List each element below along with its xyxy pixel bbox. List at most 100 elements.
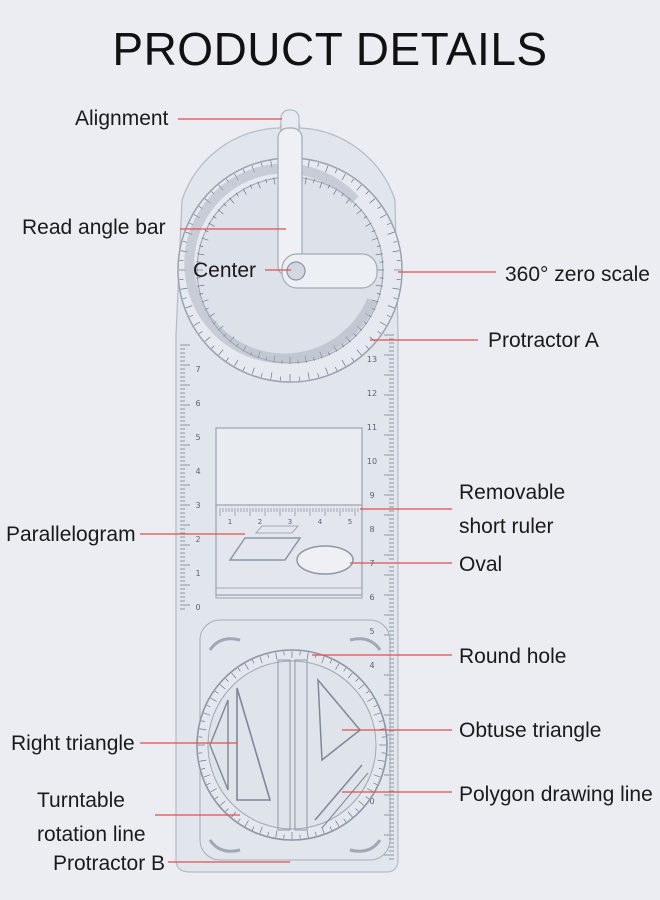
scale-tick [365,222,372,227]
label-oval: Oval [459,553,503,576]
label-read-angle-bar: Read angle bar [22,216,166,239]
scale-tick [234,359,239,367]
scale-tick [325,165,329,173]
polygon-line-strip [277,659,291,831]
scale-tick [211,345,215,349]
scale-tick [334,366,338,371]
scale-tick [199,245,204,247]
scale-tick [393,240,398,243]
scale-tick [226,357,229,362]
center-arm [281,253,378,289]
scale-tick [313,179,315,184]
scale-tick [367,697,374,702]
rectangle-window [215,427,363,509]
scale-tick [206,782,211,785]
scale-tick [197,253,205,256]
scale-tick [273,177,276,185]
scale-tick [237,818,241,823]
scale-tick [231,811,237,818]
scale-number: 11 [367,423,377,432]
scale-tick [341,359,346,367]
right-triangle-left [209,699,229,791]
label-center: Center [193,259,257,282]
scale-tick [356,349,362,356]
scale-tick [210,697,217,702]
scale-tick [355,678,359,682]
scale-tick [244,663,249,670]
scale-number: 4 [369,661,374,670]
scale-tick [223,203,227,207]
scale-number: 12 [367,389,377,398]
scale-tick [377,331,382,334]
scale-tick [206,705,211,708]
scale-tick [267,654,269,659]
scale-tick [375,284,383,287]
scale-tick [204,336,211,342]
scale-tick [204,230,209,233]
scale-tick [329,826,332,831]
scale-tick [351,357,354,362]
scale-tick [387,231,395,235]
scale-tick [365,191,369,195]
scale-tick [257,181,261,189]
scale-number: 3 [195,501,200,510]
page-title: PRODUCT DETAILS [112,23,548,75]
scale-number: 1 [195,569,200,578]
scale-tick [229,197,235,204]
scale-number: 4 [318,518,323,526]
scale-number: 10 [367,457,377,466]
scale-tick [373,774,381,778]
scale-tick [242,188,247,195]
scale-tick [242,366,246,371]
scale-tick [180,287,188,290]
scale-tick [347,672,353,679]
scale-tick [304,177,307,185]
scale-tick [386,314,391,318]
scale-tick [306,830,309,838]
scale-tick [219,684,226,690]
scale-number: 6 [195,399,200,408]
scale-tick [377,759,385,762]
scale-tick [208,222,215,227]
protractor-b-inner [207,660,377,830]
scale-tick [373,712,381,716]
label-polygon-drawing-line: Polygon drawing line [459,783,653,806]
scale-tick [306,652,309,660]
scale-tick [260,373,263,378]
scale-tick [334,169,338,174]
scale-number: 0 [369,797,374,806]
label-round-hole: Round hole [459,645,567,668]
scale-tick [214,690,219,694]
scale-tick [369,198,376,204]
scale-tick [371,237,379,241]
scale-tick [210,788,217,793]
scale-tick [182,240,187,243]
scale-tick [265,179,267,184]
scale-tick [203,712,211,716]
label-obtuse-triangle: Obtuse triangle [459,719,602,742]
center-hole [286,261,306,281]
scale-tick [218,349,224,356]
scale-tick [386,222,391,226]
scale-number: 7 [195,365,200,374]
scale-tick [193,321,201,326]
short-ruler-bottom [215,587,363,599]
scale-number: 8 [369,525,374,534]
scale-tick [225,808,229,812]
scale-tick [307,372,310,380]
scale-tick [377,206,382,209]
scale-tick [275,652,278,660]
scale-tick [335,820,340,827]
scale-tick [379,321,387,326]
scale-tick [376,245,381,247]
parallelogram-small [254,525,300,534]
right-triangle-shape [236,687,272,801]
scale-tick [371,230,376,233]
scale-tick [319,181,323,189]
scale-number: 2 [195,535,200,544]
scale-tick [237,667,241,672]
scale-tick [197,284,205,287]
label-turntable: Turntable [37,789,125,812]
